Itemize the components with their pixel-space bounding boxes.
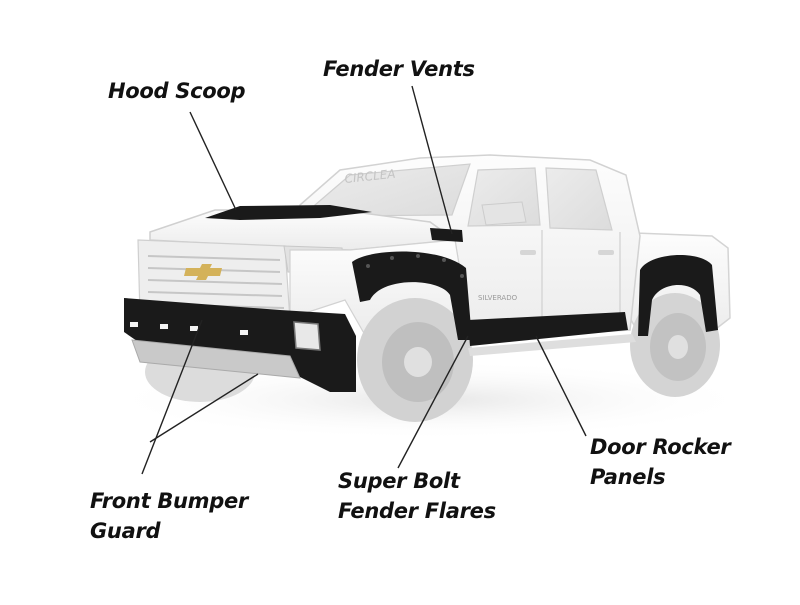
label-hood-scoop: Hood Scoop bbox=[108, 76, 246, 106]
bowtie-emblem bbox=[184, 264, 222, 280]
label-door-rocker-panels: Door Rocker Panels bbox=[590, 432, 731, 492]
rear-window bbox=[545, 167, 613, 231]
leader-super-bolt bbox=[397, 335, 469, 469]
leader-front-bumper-a bbox=[141, 319, 203, 475]
running-board bbox=[468, 334, 636, 356]
label-hood-scoop-text: Hood Scoop bbox=[108, 79, 246, 103]
leader-fender-vents bbox=[411, 85, 453, 235]
fog-light bbox=[293, 321, 321, 351]
leader-door-rocker bbox=[535, 335, 587, 437]
leader-lines bbox=[141, 85, 587, 475]
door-handle-front bbox=[520, 250, 536, 255]
label-front-bumper-guard: Front Bumper Guard bbox=[90, 486, 248, 546]
door-rocker-panel bbox=[468, 312, 628, 346]
bumper-light-bar bbox=[130, 322, 248, 335]
rear-fender-flare bbox=[638, 254, 718, 336]
bumper-skid-plate bbox=[131, 339, 301, 379]
label-door-rocker-line2: Panels bbox=[590, 465, 666, 489]
label-super-bolt-line1: Super Bolt bbox=[338, 469, 460, 493]
label-fender-vents-text: Fender Vents bbox=[323, 57, 475, 81]
hood-scoop bbox=[205, 205, 372, 220]
flare-bolts bbox=[366, 254, 464, 278]
label-front-bumper-guard-line2: Guard bbox=[90, 519, 161, 543]
rear-wheel bbox=[630, 293, 720, 397]
front-bumper-guard bbox=[124, 298, 356, 392]
label-front-bumper-guard-line1: Front Bumper bbox=[90, 489, 248, 513]
front-wheel bbox=[357, 298, 473, 422]
door-badge: SILVERADO bbox=[478, 294, 518, 302]
side-mirror bbox=[481, 201, 527, 226]
label-super-bolt-line2: Fender Flares bbox=[338, 499, 496, 523]
windshield-decal: CIRCLEA bbox=[344, 167, 396, 186]
label-super-bolt-fender-flares: Super Bolt Fender Flares bbox=[338, 466, 496, 526]
front-fender-flare bbox=[352, 251, 472, 340]
label-door-rocker-line1: Door Rocker bbox=[590, 435, 731, 459]
fender-vent bbox=[430, 228, 463, 242]
label-fender-vents: Fender Vents bbox=[323, 54, 475, 84]
leader-hood-scoop bbox=[189, 111, 237, 211]
leader-front-bumper-b bbox=[149, 373, 259, 443]
door-handle-rear bbox=[598, 250, 614, 255]
